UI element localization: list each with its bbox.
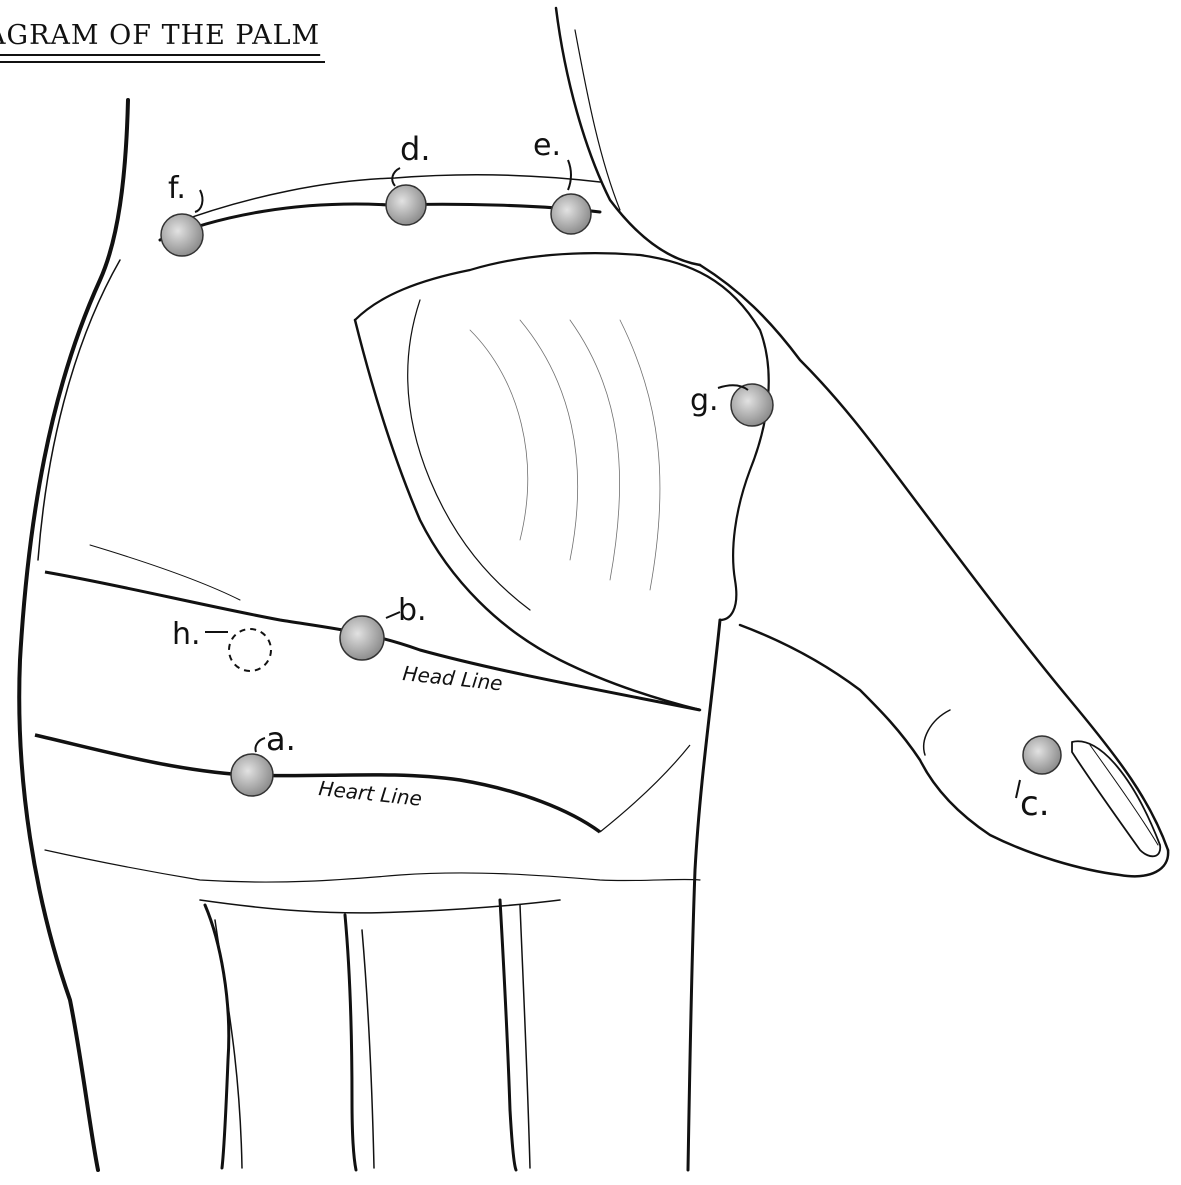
point-b-dot	[340, 616, 384, 660]
point-f-arrow	[195, 190, 202, 212]
point-h-dot	[229, 629, 271, 671]
diagram-title: AGRAM OF THE PALM	[0, 20, 320, 51]
point-a-label: a.	[266, 720, 296, 758]
heart-line-label: Heart Line	[317, 776, 423, 811]
point-g-dot	[731, 384, 773, 426]
point-e-dot	[551, 194, 591, 234]
point-e-arrow	[568, 160, 571, 190]
point-f-dot	[161, 214, 203, 256]
point-f-label: f.	[168, 171, 186, 206]
point-e: e.	[533, 128, 591, 234]
point-g: g.	[690, 383, 773, 426]
point-h: h.	[172, 617, 271, 671]
hand-outline	[19, 8, 1168, 1170]
heart-line	[35, 735, 600, 832]
point-f: f.	[161, 171, 203, 256]
point-d-dot	[386, 185, 426, 225]
point-b: b.	[340, 593, 427, 660]
point-c: c.	[1016, 736, 1061, 824]
point-h-label: h.	[172, 617, 201, 652]
point-d-label: d.	[400, 130, 430, 168]
point-g-label: g.	[690, 383, 719, 418]
point-c-label: c.	[1020, 784, 1050, 824]
point-b-label: b.	[398, 593, 427, 628]
point-a-arrow	[255, 738, 265, 752]
point-a-dot	[231, 754, 273, 796]
heart-line-end	[600, 745, 690, 832]
point-e-label: e.	[533, 128, 561, 163]
point-a: a.	[231, 720, 296, 796]
point-c-dot	[1023, 736, 1061, 774]
